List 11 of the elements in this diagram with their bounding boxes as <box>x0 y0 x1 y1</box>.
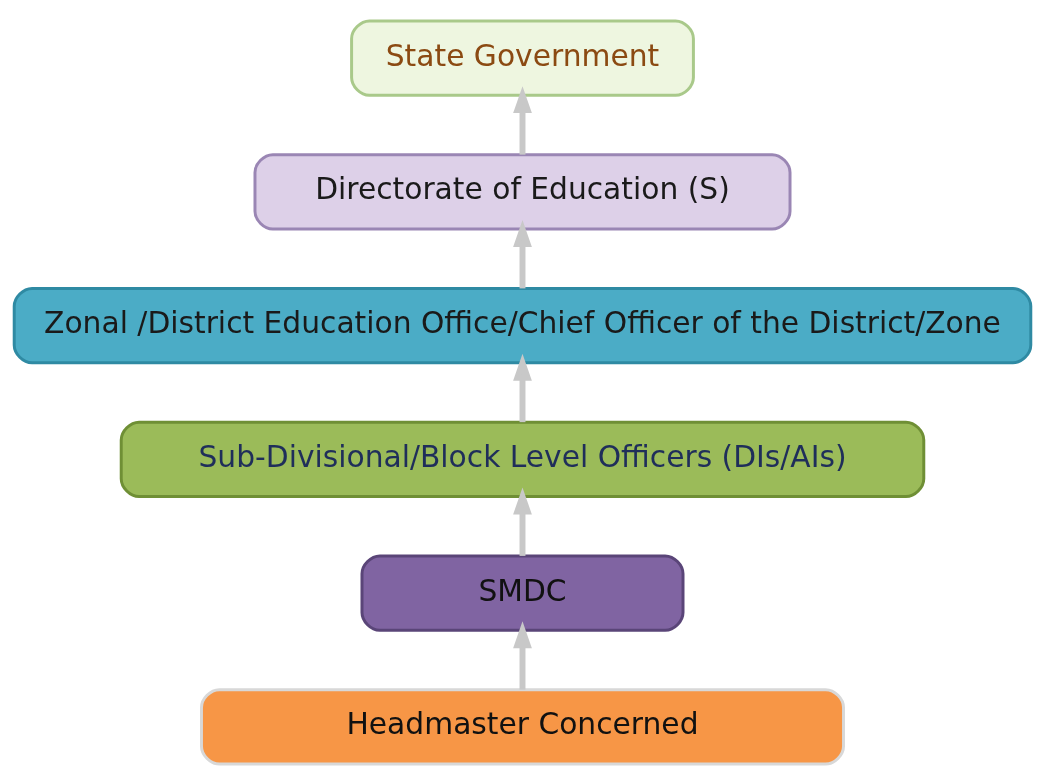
node-box: Zonal /District Education Office/Chief Officer of the District/Zone <box>12 286 1033 364</box>
node-box: SMDC <box>360 554 685 632</box>
node-box: Headmaster Concerned <box>200 687 845 766</box>
node-box: Sub-Divisional/Block Level Officers (DIs/AIs) <box>119 420 926 498</box>
node-box: Directorate of Education (S) <box>253 152 792 230</box>
arrow <box>513 85 532 155</box>
arrow <box>513 487 532 556</box>
arrow <box>513 353 532 422</box>
node-box: State Government <box>350 18 695 97</box>
arrow <box>513 219 532 288</box>
arrow <box>513 620 532 690</box>
